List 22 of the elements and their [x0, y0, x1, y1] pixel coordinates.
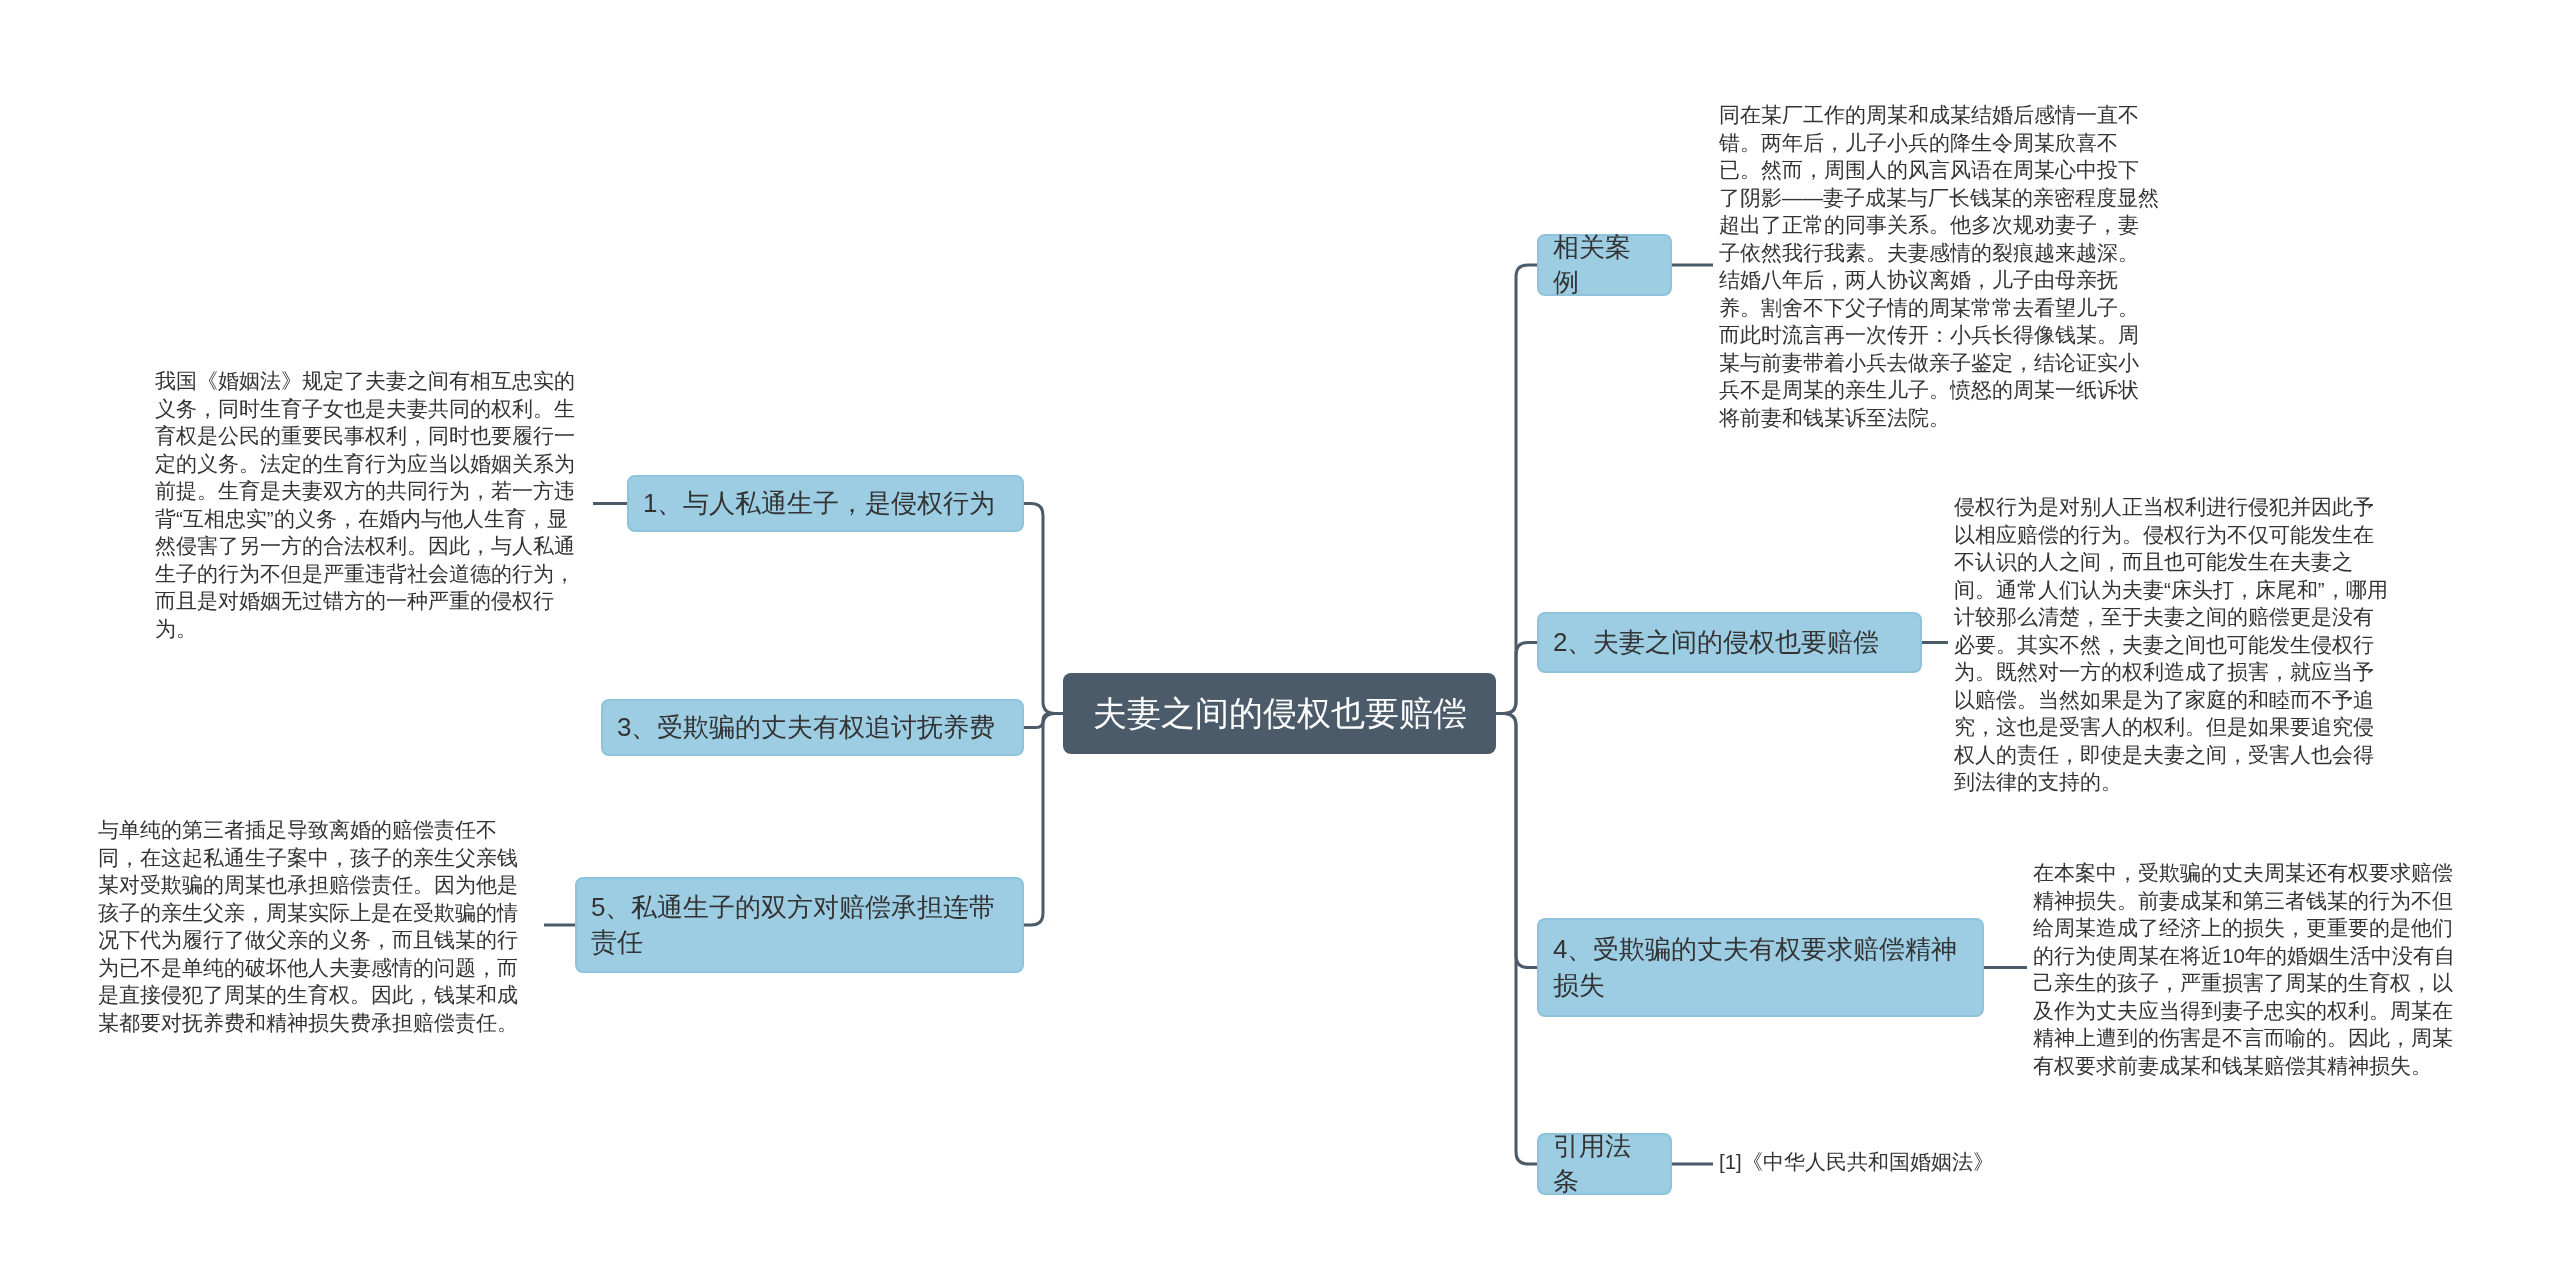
- connector-line: [1024, 712, 1063, 927]
- connector-line: [1984, 966, 2027, 969]
- topic-box: 2、夫妻之间的侵权也要赔偿: [1537, 612, 1922, 673]
- topic-box: 1、与人私通生子，是侵权行为: [627, 475, 1024, 532]
- topic-box: 3、受欺骗的丈夫有权追讨抚养费: [601, 699, 1024, 756]
- connector-line: [593, 502, 627, 505]
- note-text: 我国《婚姻法》规定了夫妻之间有相互忠实的义务，同时生育子女也是夫妻共同的权利。生育权是公民的重要民事权利，同时也要履行一定的义务。法定的生育行为应当以婚姻关系为前提。生育是夫妻双方的共同行为，若一方违背“互相忠实”的义务，在婚内与他人生育，显然侵害了另一方的合法权利。因此，与人私通生子的行为不但是严重违背社会道德的行为，而且是对婚姻无过错方的一种严重的侵权行为。: [155, 367, 587, 642]
- connector-line: [1496, 712, 1537, 1166]
- topic-box: 4、受欺骗的丈夫有权要求赔偿精神损失: [1537, 918, 1984, 1017]
- central-topic: 夫妻之间的侵权也要赔偿: [1063, 673, 1496, 754]
- connector-line: [1672, 263, 1713, 267]
- topic-box: 相关案例: [1537, 234, 1672, 296]
- topic-box: 引用法条: [1537, 1133, 1672, 1195]
- reference-text: [1]《中华人民共和国婚姻法》: [1719, 1148, 2049, 1176]
- note-text: 在本案中，受欺骗的丈夫周某还有权要求赔偿精神损失。前妻成某和第三者钱某的行为不但给周某造成了经济上的损失，更重要的是他们的行为使周某在将近10年的婚姻生活中没有自己亲生的孩子，严重损害了周某的生育权，以及作为丈夫应当得到妻子忠实的权利。周某在精神上遭到的伤害是不言而喻的。因此，周某有权要求前妻成某和钱某赔偿其精神损失。: [2033, 859, 2473, 1079]
- note-text: 与单纯的第三者插足导致离婚的赔偿责任不同，在这起私通生子案中，孩子的亲生父亲钱某对受欺骗的周某也承担赔偿责任。因为他是孩子的亲生父亲，周某实际上是在受欺骗的情况下代为履行了做父亲的义务，而且钱某的行为已不是单纯的破坏他人夫妻感情的问题，而是直接侵犯了周某的生育权。因此，钱某和成某都要对抚养费和精神损失费承担赔偿责任。: [98, 816, 538, 1036]
- topic-box: 5、私通生子的双方对赔偿承担连带责任: [575, 877, 1024, 973]
- connector-line: [544, 923, 575, 927]
- connector-line: [1922, 641, 1948, 644]
- note-text: 侵权行为是对别人正当权利进行侵犯并因此予以相应赔偿的行为。侵权行为不仅可能发生在不认识的人之间，而且也可能发生在夫妻之间。通常人们认为夫妻“床头打，床尾和”，哪用计较那么清楚，至于夫妻之间的赔偿更是没有必要。其实不然，夫妻之间也可能发生侵权行为。既然对一方的权利造成了损害，就应当予以赔偿。当然如果是为了家庭的和睦而不予追究，这也是受害人的权利。但是如果要追究侵权人的责任，即使是夫妻之间，受害人也会得到法律的支持的。: [1954, 493, 2394, 796]
- connector-line: [1672, 1162, 1713, 1166]
- note-text: 同在某厂工作的周某和成某结婚后感情一直不错。两年后，儿子小兵的降生令周某欣喜不已。然而，周围人的风言风语在周某心中投下了阴影——妻子成某与厂长钱某的亲密程度显然超出了正常的同事关系。他多次规劝妻子，妻子依然我行我素。夫妻感情的裂痕越来越深。结婚八年后，两人协议离婚，儿子由母亲抚养。割舍不下父子情的周某常常去看望儿子。而此时流言再一次传开：小兵长得像钱某。周某与前妻带着小兵去做亲子鉴定，结论证实小兵不是周某的亲生儿子。愤怒的周某一纸诉状将前妻和钱某诉至法院。: [1719, 101, 2159, 431]
